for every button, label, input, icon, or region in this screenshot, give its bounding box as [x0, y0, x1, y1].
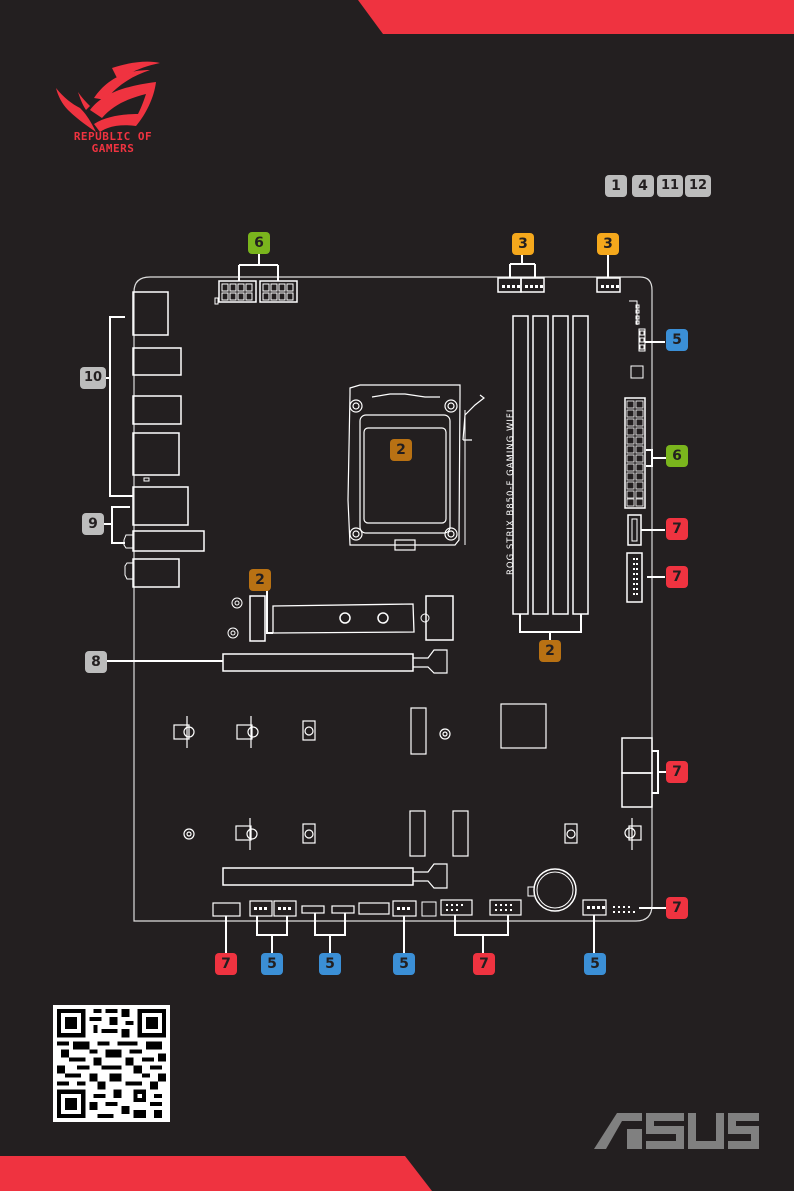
callout-line: [104, 506, 130, 544]
cpu-socket: [347, 384, 485, 551]
pcie-x4-slot: [222, 863, 448, 889]
callout-sata-ports: 7: [666, 761, 688, 783]
rog-eye-icon: [56, 61, 160, 132]
reference-badge: 4: [632, 175, 654, 197]
callout-fan-header: 5: [393, 953, 415, 975]
sata-ports: [621, 737, 653, 808]
callout-cpu-fan: 3: [512, 233, 534, 255]
callout-cpu-socket: 2: [390, 439, 412, 461]
cpu-fan-headers: [497, 277, 621, 293]
standoffs-mid: [173, 703, 642, 857]
reference-badge: 1: [605, 175, 627, 197]
small-headers-top-right: [629, 300, 646, 379]
callout-atx-24pin: 6: [666, 445, 688, 467]
callout-line: [266, 590, 273, 634]
top-accent-band: [358, 0, 794, 34]
reference-badge: 12: [685, 175, 711, 197]
atx-12v-connectors: [214, 280, 298, 305]
pcie-x16-slot: [222, 649, 448, 674]
callout-usb-c-header: 7: [666, 518, 688, 540]
board-model-label: ROG STRIX B850-F GAMING WIFI: [506, 408, 516, 575]
bottom-callout-lines: [225, 907, 666, 955]
rog-wordmark: REPUBLIC OF GAMERS: [56, 131, 170, 155]
callout-atx-12v-power: 6: [248, 232, 270, 254]
callout-dimm-slots: 2: [539, 640, 561, 662]
asus-logo-icon: [594, 1113, 759, 1149]
cmos-battery: [527, 868, 577, 912]
callout-line: [519, 614, 582, 640]
usb3-header: [626, 552, 643, 603]
callout-bottom-right-header: 7: [666, 897, 688, 919]
callout-pcie-x16: 8: [85, 651, 107, 673]
callout-rgb-headers: 5: [319, 953, 341, 975]
callout-front-audio: 7: [215, 953, 237, 975]
bottom-accent-band: [0, 1156, 432, 1191]
callout-line: [509, 252, 609, 278]
dimm-slots: [512, 315, 589, 615]
callout-usb3-header: 7: [666, 566, 688, 588]
callout-line: [238, 252, 279, 281]
rear-io-ports: [123, 291, 205, 588]
callout-rgb-header: 5: [666, 329, 688, 351]
callout-fan-headers: 5: [261, 953, 283, 975]
m2-slot-top: [227, 595, 454, 642]
atx-24pin-connector: [624, 397, 646, 509]
usb-c-header: [627, 514, 642, 546]
reference-badge: 11: [657, 175, 683, 197]
callout-line: [646, 449, 666, 467]
callout-fan-header-right: 5: [584, 953, 606, 975]
qr-code-icon: [53, 1005, 170, 1122]
callout-rear-io: 10: [80, 367, 106, 389]
rog-wordmark-line2: GAMERS: [91, 142, 135, 155]
callout-audio-io: 9: [82, 513, 104, 535]
callout-cpu-fan: 3: [597, 233, 619, 255]
rog-wordmark-line1: REPUBLIC OF: [73, 130, 153, 143]
callout-usb2-headers: 7: [473, 953, 495, 975]
callout-line: [104, 316, 133, 497]
callout-line: [652, 750, 666, 794]
callout-m2-slot: 2: [249, 569, 271, 591]
bottom-headers: [212, 899, 635, 917]
board-outline: [133, 276, 653, 922]
